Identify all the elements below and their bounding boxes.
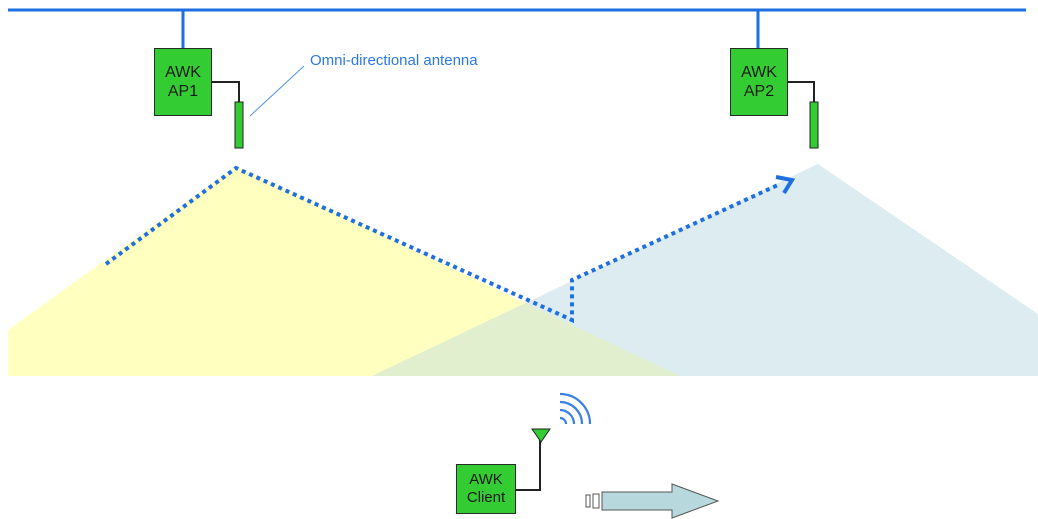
awk-ap1-device: AWK AP1 <box>154 48 212 116</box>
wireless-signal-icon <box>559 392 592 425</box>
ap1-label-line1: AWK <box>165 64 201 81</box>
signal-path-arrowhead <box>775 175 796 195</box>
ap2-label-line2: AP2 <box>743 83 775 100</box>
awk-client-device: AWK Client <box>456 464 516 514</box>
client-label-line1: AWK <box>469 471 503 488</box>
movement-arrow-icon <box>585 483 720 519</box>
coverage-overlap-area <box>372 166 680 376</box>
ap1-label-line2: AP1 <box>167 83 199 100</box>
omni-antenna-icon <box>212 81 244 149</box>
client-label-line2: Client <box>466 489 506 506</box>
annotation-leader-line <box>249 65 305 117</box>
omni-antenna-annotation: Omni-directional antenna <box>310 52 478 69</box>
signal-path <box>104 165 781 324</box>
omni-antenna-icon <box>788 81 819 149</box>
ap2-label-line1: AWK <box>741 64 777 81</box>
awk-ap2-device: AWK AP2 <box>730 48 788 116</box>
client-antenna-icon <box>516 428 551 491</box>
